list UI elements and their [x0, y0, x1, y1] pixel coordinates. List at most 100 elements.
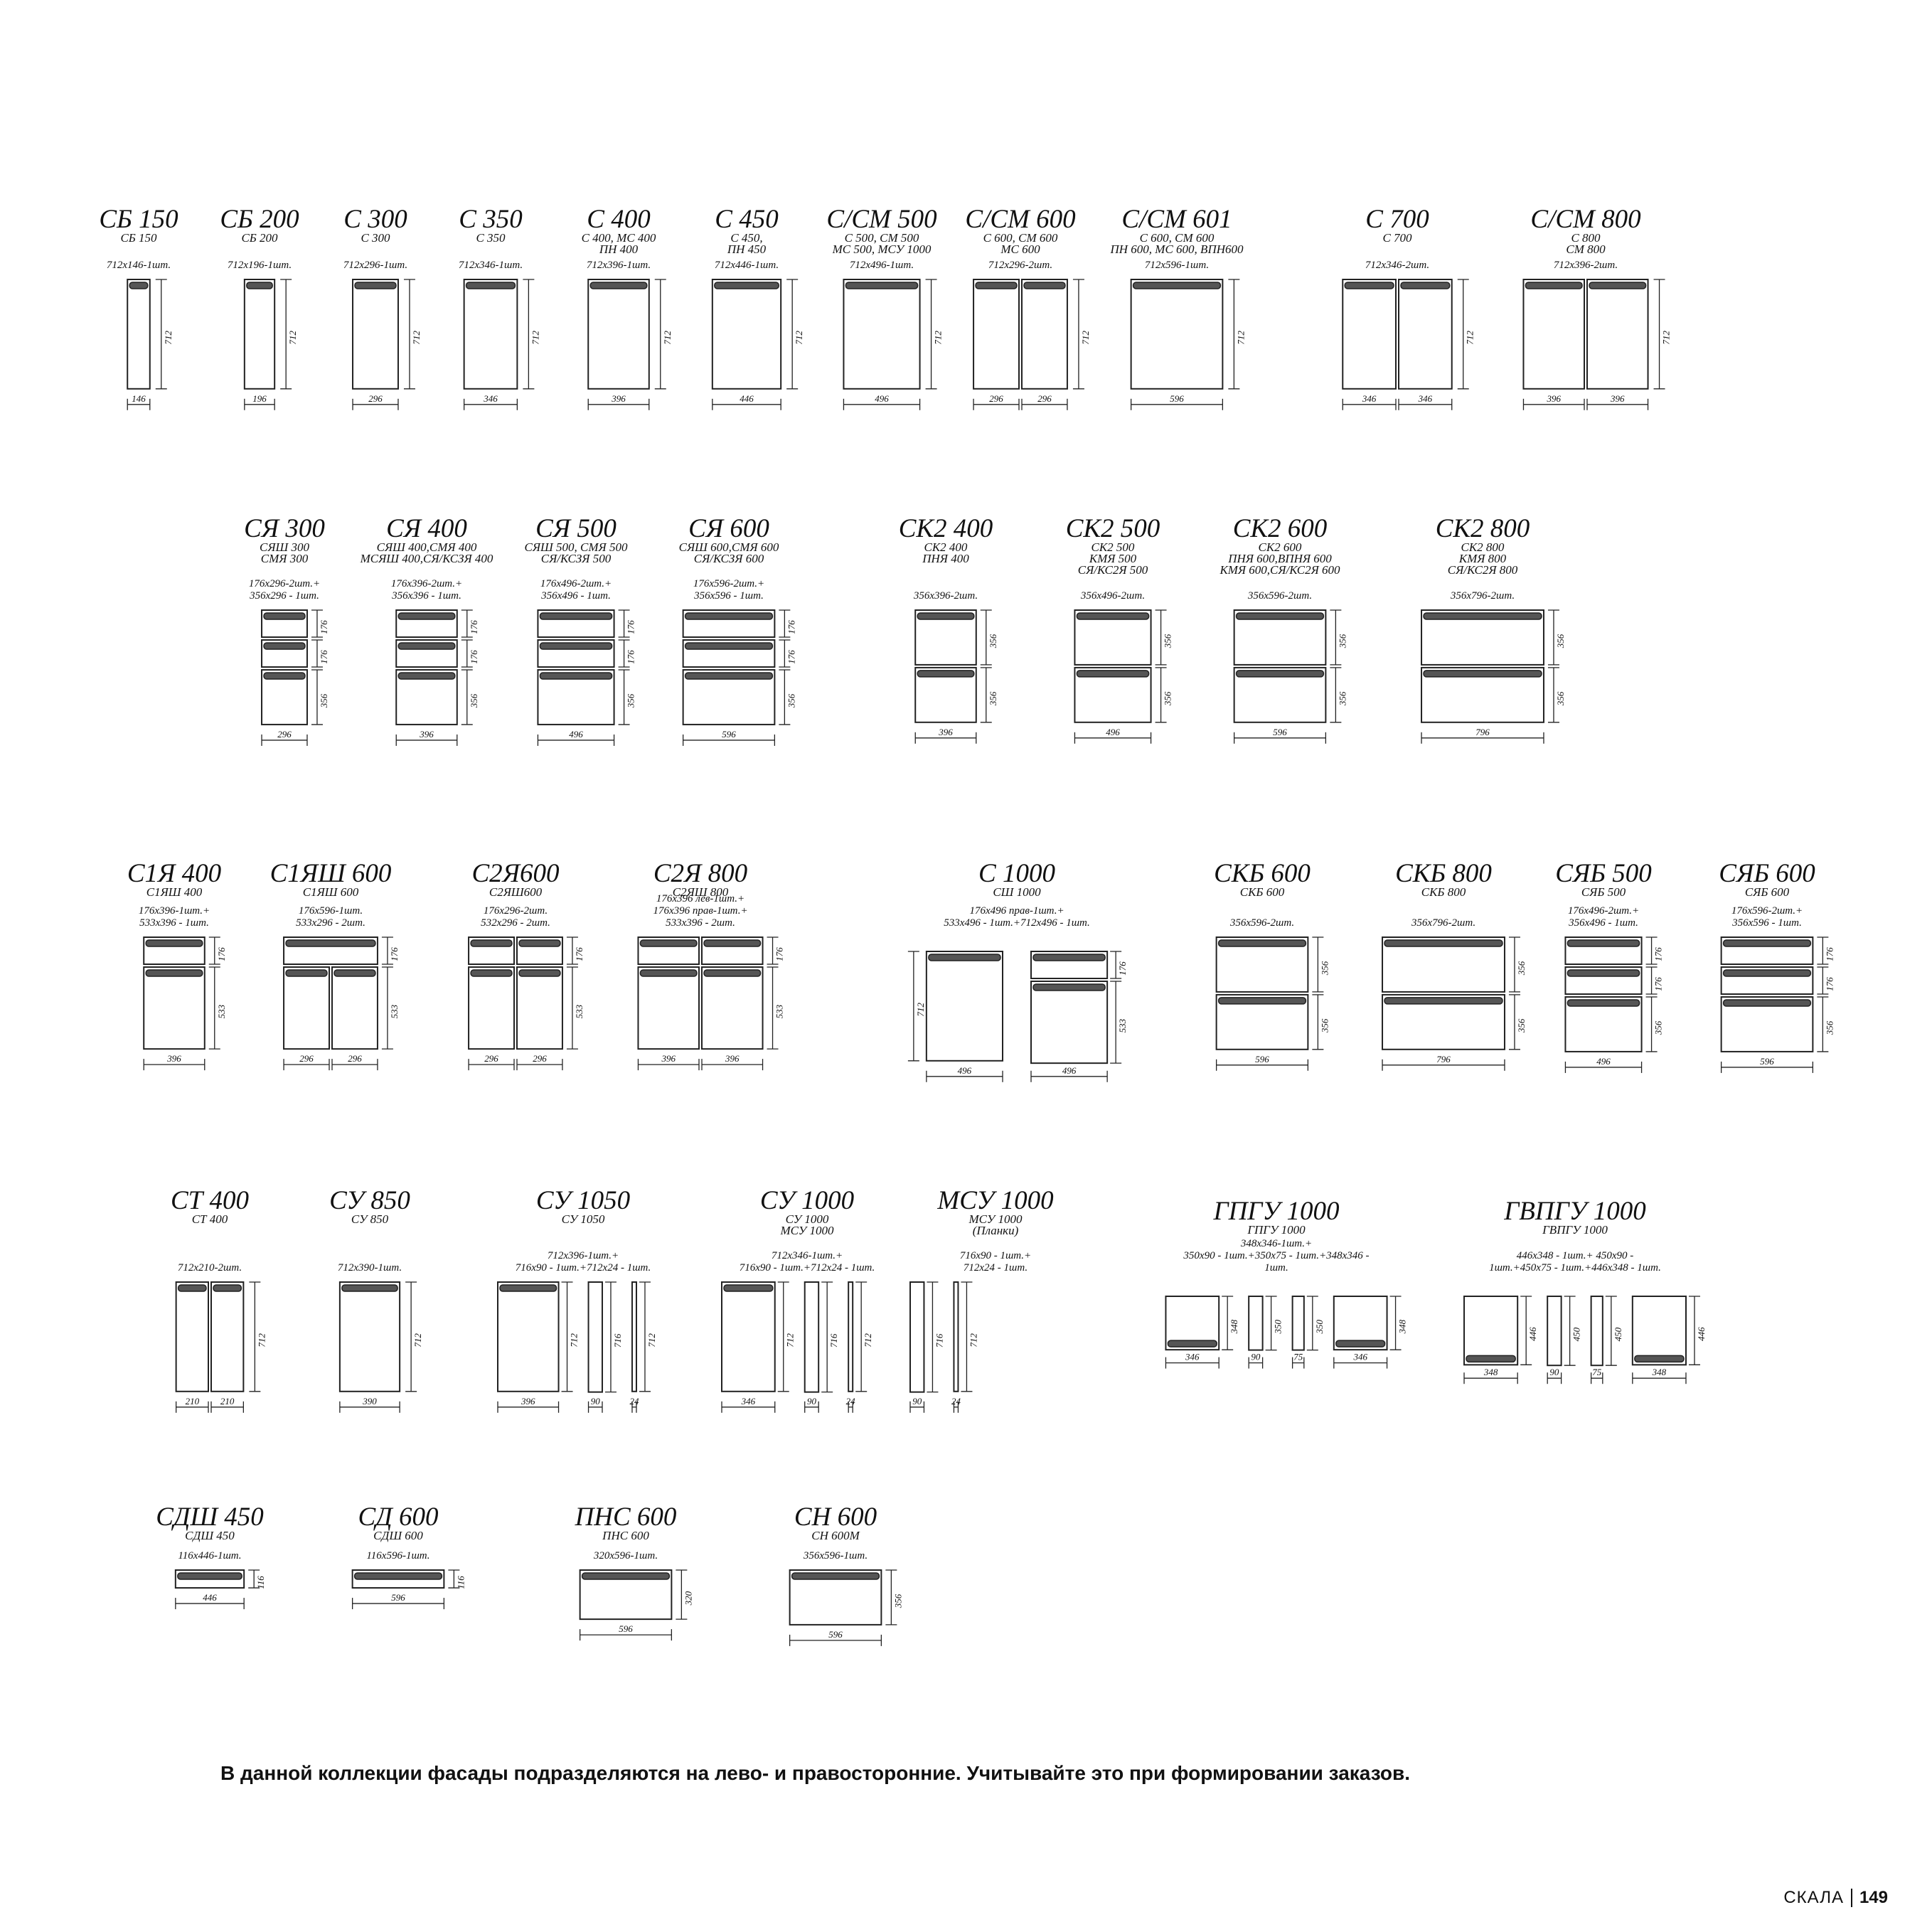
module-subtitle: СКБ 800 — [1421, 885, 1466, 899]
module-title: С 300 — [343, 205, 407, 234]
module-title: ГПГУ 1000 — [1213, 1197, 1340, 1226]
height-dimension-label: 356 — [1337, 634, 1347, 649]
module-title: СУ 1050 — [536, 1186, 631, 1215]
module-subtitle: МСУ 1000 — [968, 1212, 1023, 1226]
handle-bar — [639, 939, 698, 947]
module-subtitle: ПНС 600 — [602, 1529, 649, 1542]
width-dimension-label: 90 — [807, 1396, 817, 1407]
facade-panel — [497, 1281, 560, 1392]
handle-bar — [263, 642, 306, 650]
cut-list-text: 446х348 - 1шт.+ 450х90 - — [1517, 1250, 1634, 1261]
width-dimension-label: 90 — [591, 1396, 601, 1407]
module-subtitle: С 500, СМ 500 — [845, 231, 919, 245]
cut-list-text: 320х596-1шт. — [593, 1550, 658, 1562]
module-title: СЯБ 500 — [1555, 859, 1652, 888]
width-dimension-label: 496 — [875, 393, 889, 404]
handle-bar — [470, 939, 513, 947]
module-title: СК2 600 — [1233, 514, 1328, 543]
module-title: С 1000 — [978, 859, 1055, 888]
height-dimension-label: 350 — [1314, 1320, 1325, 1335]
height-dimension-label: 533 — [1117, 1018, 1128, 1032]
module-subtitle: СБ 150 — [120, 231, 157, 245]
module-subtitle: КМЯ 500 — [1089, 552, 1137, 565]
module-subtitle: ПН 600, МС 600, ВПН600 — [1110, 242, 1244, 256]
cut-list-text: 116х596-1шт. — [366, 1550, 429, 1562]
module-subtitle: С 350 — [476, 231, 506, 245]
height-dimension-label: 116 — [455, 1576, 466, 1589]
width-dimension-label: 496 — [569, 729, 583, 740]
module-title: С 350 — [459, 205, 523, 234]
height-dimension-label: 712 — [256, 1333, 267, 1347]
handle-bar — [703, 939, 762, 947]
handle-bar — [1235, 670, 1325, 678]
width-dimension-label: 346 — [741, 1396, 756, 1407]
module-title: С/СМ 600 — [965, 205, 1076, 234]
module-title: СН 600 — [794, 1503, 877, 1532]
height-dimension-label: 348 — [1397, 1319, 1408, 1334]
handle-bar — [1235, 612, 1325, 620]
cut-list-text: 712х210-2шт. — [178, 1262, 242, 1274]
width-dimension-label: 396 — [166, 1053, 181, 1064]
width-dimension-label: 146 — [132, 393, 146, 404]
module-subtitle: СН 600М — [811, 1529, 860, 1542]
module-subtitle: СЯШ 300 — [260, 540, 309, 554]
height-dimension-label: 348 — [1229, 1319, 1239, 1334]
handle-bar — [1567, 969, 1640, 977]
handle-bar — [263, 612, 306, 620]
handle-bar — [703, 969, 762, 977]
handle-bar — [684, 612, 774, 620]
cut-list-text: 356х496 - 1шт. — [1568, 917, 1638, 929]
height-dimension-label: 356 — [1163, 691, 1173, 706]
width-dimension-label: 75 — [1592, 1367, 1602, 1377]
height-dimension-label: 356 — [1555, 634, 1566, 649]
height-dimension-label: 176 — [1824, 977, 1835, 991]
module-title: СЯ 300 — [244, 514, 325, 543]
module-title: МСУ 1000 — [936, 1186, 1054, 1215]
facade-panel — [143, 966, 206, 1050]
height-dimension-label: 712 — [411, 331, 422, 345]
module-title: СД 600 — [358, 1503, 439, 1532]
module-title: ПНС 600 — [575, 1503, 677, 1532]
cut-list-text: 712х446-1шт. — [715, 260, 779, 271]
handle-bar — [1423, 612, 1542, 620]
cut-list-text: 533х396 - 2шт. — [666, 917, 735, 929]
handle-bar — [928, 954, 1001, 961]
height-dimension-label: 533 — [389, 1004, 400, 1018]
height-dimension-label: 176 — [626, 650, 636, 664]
width-dimension-label: 396 — [1610, 393, 1625, 404]
cut-list-text: 712х396-1шт.+ — [548, 1250, 619, 1261]
cut-list-text: 176х296-2шт.+ — [249, 578, 320, 589]
height-dimension-label: 116 — [255, 1576, 266, 1589]
width-dimension-label: 596 — [1273, 727, 1287, 737]
width-dimension-label: 396 — [1546, 393, 1561, 404]
width-dimension-label: 346 — [483, 393, 498, 404]
width-dimension-label: 596 — [1255, 1054, 1269, 1064]
handle-bar — [917, 612, 975, 620]
module-title: С1Я 400 — [127, 859, 222, 888]
module-title: СКБ 600 — [1214, 859, 1311, 888]
height-dimension-label: 356 — [1653, 1020, 1664, 1035]
height-dimension-label: 450 — [1613, 1327, 1623, 1341]
height-dimension-label: 712 — [794, 331, 804, 345]
module-subtitle: СУ 1050 — [562, 1212, 605, 1226]
height-dimension-label: 712 — [569, 1333, 580, 1347]
handle-bar — [263, 672, 306, 680]
cut-list-text: 176х396-1шт.+ — [139, 905, 210, 917]
width-dimension-label: 596 — [1170, 393, 1184, 404]
facade-panel — [1021, 279, 1068, 390]
module-subtitle: С2ЯШ600 — [489, 885, 543, 899]
cut-list-text: 532х296 - 2шт. — [481, 917, 550, 929]
height-dimension-label: 712 — [287, 331, 298, 345]
handle-bar — [397, 642, 456, 650]
width-dimension-label: 396 — [725, 1053, 740, 1064]
